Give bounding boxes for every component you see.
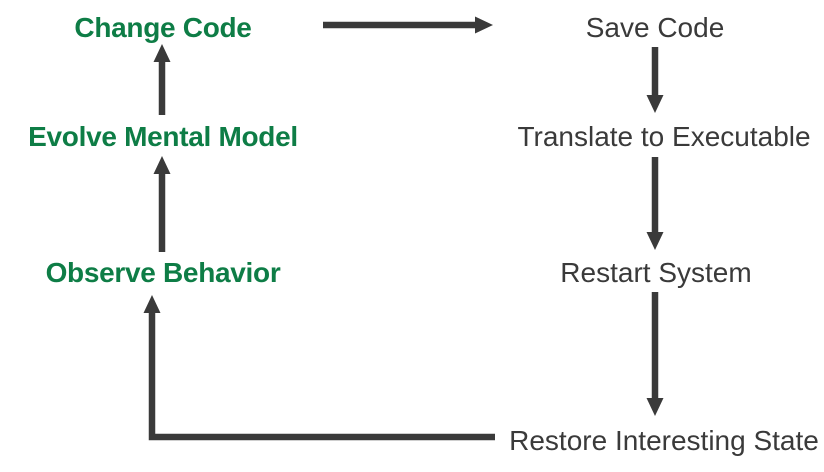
arrow-save-to-translate-down [646, 47, 664, 113]
node-restart-system: Restart System [560, 256, 752, 288]
arrow-restart-to-restore-down [646, 292, 664, 416]
arrow-observe-to-evolve-up [153, 156, 171, 252]
arrow-restore-to-observe-elbow [143, 295, 495, 441]
node-save-code: Save Code [585, 11, 725, 43]
node-translate-to-executable: Translate to Executable [517, 120, 811, 152]
arrow-translate-to-restart-down [646, 157, 664, 250]
node-restore-interesting-state: Restore Interesting State [509, 424, 819, 456]
node-observe-behavior: Observe Behavior [45, 256, 281, 288]
arrow-evolve-to-change-up [153, 44, 171, 115]
node-change-code: Change Code [74, 11, 252, 43]
arrow-change-to-save-right [323, 16, 493, 34]
node-evolve-mental-model: Evolve Mental Model [28, 120, 298, 152]
